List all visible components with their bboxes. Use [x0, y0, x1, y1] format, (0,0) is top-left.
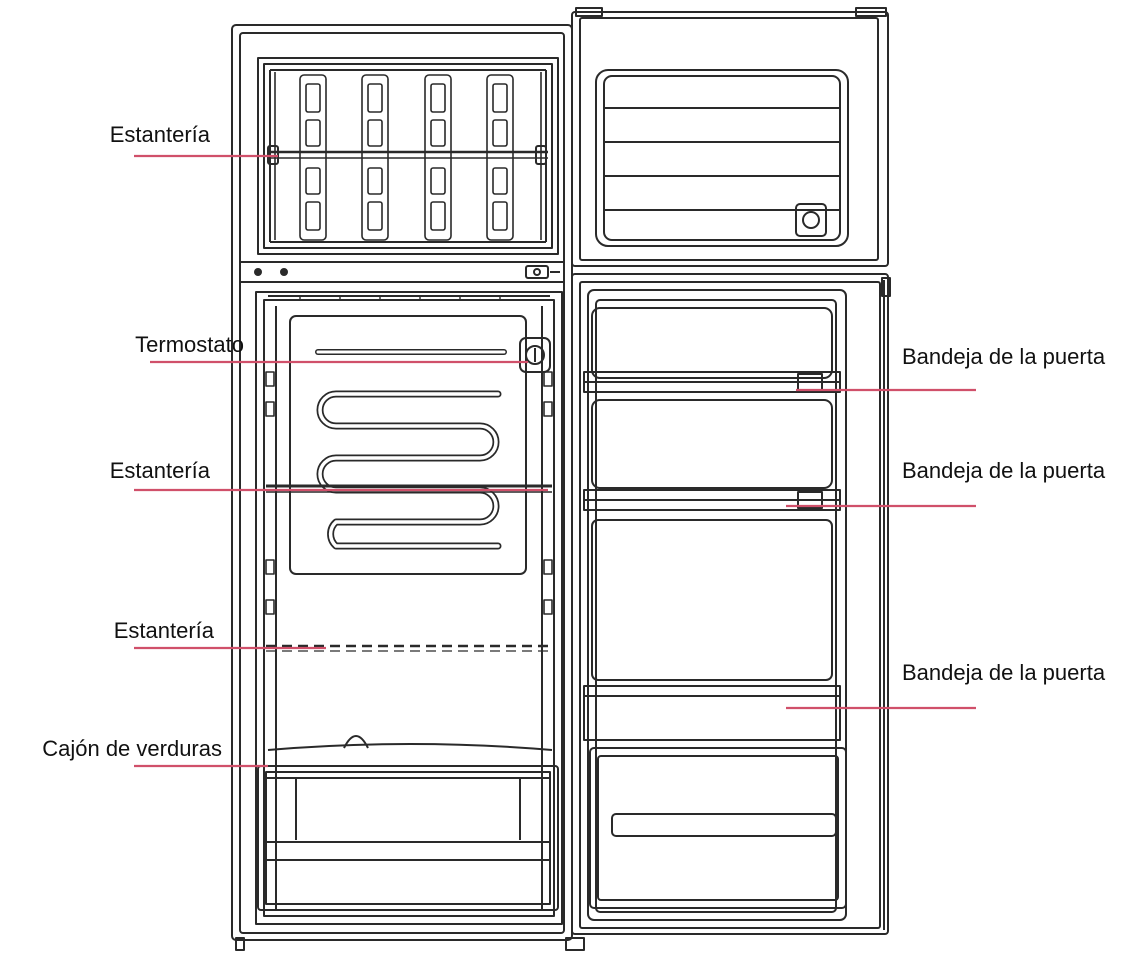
- label-estanteria-2: Estantería: [113, 618, 214, 643]
- label-termostato: Termostato: [135, 332, 244, 357]
- door-tray-middle: [583, 399, 841, 511]
- freezer-evaporator: [274, 72, 542, 241]
- label-estanteria-freezer: Estantería: [109, 122, 210, 147]
- evaporator-panel: [289, 315, 527, 575]
- fridge-shelf-upper: [266, 484, 552, 493]
- freezer-door: [571, 7, 889, 267]
- door-tray-bottom: [583, 519, 841, 741]
- door-bin-bottom: [589, 747, 847, 909]
- label-cajon: Cajón de verduras: [42, 736, 222, 761]
- thermostat: [519, 337, 551, 373]
- fridge-compartment: [255, 291, 563, 925]
- divider-strip: [240, 261, 564, 283]
- freezer-shelf: [267, 145, 548, 165]
- fridge-door: [571, 273, 891, 935]
- label-estanteria-1: Estantería: [109, 458, 210, 483]
- label-bandeja-2: Bandeja de la puerta: [902, 458, 1106, 483]
- leader-lines: [134, 154, 976, 768]
- crisper-drawer: [257, 735, 559, 911]
- label-bandeja-3: Bandeja de la puerta: [902, 660, 1106, 685]
- label-bandeja-1: Bandeja de la puerta: [902, 344, 1106, 369]
- door-tray-top: [583, 307, 841, 393]
